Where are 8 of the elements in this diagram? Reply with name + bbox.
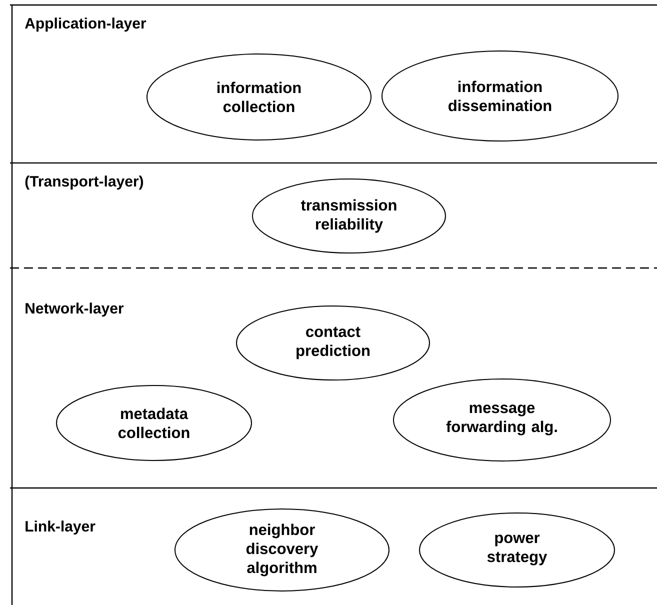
ellipse-node: power strategy — [419, 512, 615, 588]
ellipse-node: transmission reliability — [252, 178, 446, 254]
ellipse-node: information collection — [146, 54, 372, 140]
ellipse-node: metadata collection — [56, 385, 252, 461]
ellipse-node: neighbor discovery algorithm — [174, 508, 390, 592]
ellipse-node: information dissemination — [382, 50, 618, 142]
ellipse-node: message forwarding alg. — [393, 378, 611, 462]
ellipse-node: contact prediction — [236, 305, 430, 380]
